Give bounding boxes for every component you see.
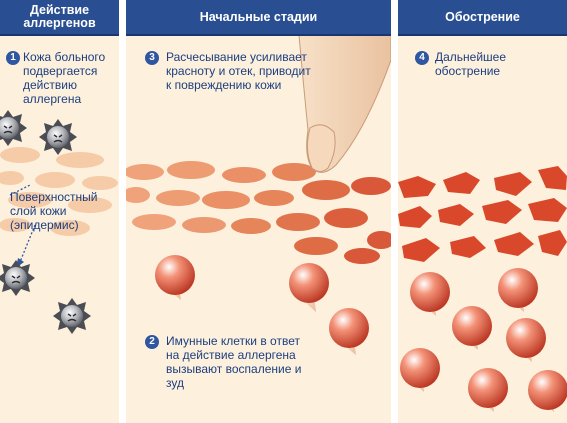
immune-cells bbox=[155, 255, 369, 355]
step-description: Расчесывание усиливает красноту и отек, … bbox=[166, 50, 311, 92]
panel-initial-illustration bbox=[126, 0, 391, 423]
panel-title: Обострение bbox=[398, 0, 567, 36]
step-badge: 4 bbox=[415, 51, 429, 65]
panel-allergen-illustration bbox=[0, 0, 119, 423]
epidermis-cells bbox=[126, 161, 391, 264]
epidermis-cells bbox=[0, 147, 118, 236]
step-description: Имунные клетки в ответ на действие аллер… bbox=[166, 334, 302, 390]
panel-title: Начальные стадии bbox=[126, 0, 391, 36]
panel-exacerbation: Обострение 4 Дальнейшее обострение bbox=[398, 0, 567, 423]
panel-title: Действие аллергенов bbox=[0, 0, 119, 36]
inflamed-epidermis bbox=[398, 166, 567, 262]
step-description: Дальнейшее обострение bbox=[435, 50, 507, 78]
step-description: Кожа больного подвергается действию алле… bbox=[23, 50, 106, 106]
step-badge: 1 bbox=[6, 51, 20, 65]
pointer-arrows bbox=[9, 184, 36, 263]
panel-initial-stages: Начальные стадии 3 Расчесывание усиливае… bbox=[126, 0, 391, 423]
epidermis-label: Поверхностный слой кожи (эпидермис) bbox=[10, 190, 98, 232]
immune-cells bbox=[400, 268, 567, 412]
allergen-particles bbox=[0, 110, 91, 334]
finger-illustration bbox=[295, 0, 391, 173]
step-badge: 3 bbox=[145, 51, 159, 65]
panel-allergen-action: Действие аллергенов 1 Кожа больного подв… bbox=[0, 0, 119, 423]
panel-exacerbation-illustration bbox=[398, 0, 567, 423]
step-badge: 2 bbox=[145, 335, 159, 349]
